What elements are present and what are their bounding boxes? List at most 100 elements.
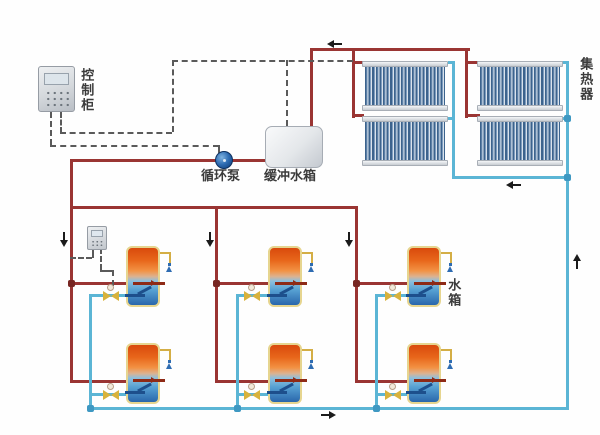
hot-feed-tank3	[355, 282, 410, 285]
control-wire	[50, 145, 219, 147]
cold-pipe-collector-return	[452, 176, 569, 179]
tank-hot-inlet	[414, 280, 446, 286]
tank-valve	[385, 383, 401, 400]
collector-tubes	[480, 66, 560, 106]
control-wire	[112, 270, 114, 286]
hot-pipe-stub-panel4	[465, 114, 480, 117]
cabinet-display	[44, 73, 69, 85]
collector-tubes	[365, 66, 445, 106]
solar-collector-panel	[362, 61, 448, 111]
tank-hot-inlet	[133, 280, 165, 286]
tank-cold-outlet	[267, 391, 287, 394]
relief-pipe	[450, 252, 452, 265]
tank-hot-inlet	[275, 280, 307, 286]
storage-tank	[125, 246, 165, 307]
pipe-junction	[564, 174, 571, 181]
label-buffer-tank: 缓冲水箱	[264, 169, 317, 184]
control-wire	[60, 112, 62, 133]
tank-cold-outlet	[125, 294, 145, 297]
relief-pipe	[450, 349, 452, 362]
cabinet-keypad	[44, 89, 70, 107]
collector-tubes	[365, 121, 445, 161]
control-wire	[50, 112, 52, 145]
hot-pipe-left-main	[70, 159, 73, 383]
hot-pipe-stub-panel1	[352, 61, 364, 64]
hot-pipe-stub-panel2	[465, 61, 480, 64]
hot-pipe-collector-left-riser-1	[352, 48, 355, 118]
control-wire	[286, 60, 288, 126]
valve-actuator	[248, 383, 255, 390]
valve-actuator	[248, 284, 255, 291]
hot-feed-tank1	[70, 282, 128, 285]
relief-pipe	[169, 252, 171, 265]
cold-pipe-right-main	[566, 61, 569, 410]
collector-header	[477, 160, 563, 166]
tank-cold-outlet	[406, 391, 426, 394]
control-wire	[70, 257, 92, 259]
relief-valve-icon	[308, 263, 316, 272]
hot-pipe-distribution-header	[70, 206, 358, 209]
cold-pipe-collector-right-riser-1	[452, 61, 455, 179]
relief-pipe	[311, 252, 313, 265]
tank-valve	[103, 284, 119, 301]
label-water-tank: 水箱	[445, 278, 461, 308]
tank-cold-outlet	[267, 294, 287, 297]
relief-pipe	[302, 349, 313, 351]
tank-valve	[385, 284, 401, 301]
relief-valve-icon	[166, 360, 174, 369]
relief-valve-icon	[447, 360, 455, 369]
control-wire	[100, 248, 102, 270]
control-wire	[218, 145, 220, 153]
relief-valve-icon	[447, 263, 455, 272]
tank-valve	[244, 284, 260, 301]
collector-header	[362, 105, 448, 111]
flow-arrow-right	[321, 411, 336, 419]
label-collector: 集热器	[577, 57, 593, 102]
control-wire	[172, 60, 174, 132]
collector-header	[362, 61, 448, 67]
hot-pipe-pump-line	[70, 159, 267, 162]
pipe-junction	[68, 280, 75, 287]
storage-tank	[267, 246, 307, 307]
hot-feed-tank6	[355, 380, 410, 383]
relief-pipe	[302, 252, 313, 254]
relief-valve-icon	[308, 360, 316, 369]
hot-pipe-top-header	[310, 48, 470, 51]
tank-valve	[103, 383, 119, 400]
control-wire	[172, 60, 353, 62]
control-cabinet	[38, 66, 75, 112]
relief-pipe	[441, 252, 452, 254]
pipe-junction	[234, 405, 241, 412]
hot-feed-tank2	[215, 282, 270, 285]
flow-arrow-down	[206, 232, 214, 247]
collector-header	[362, 160, 448, 166]
tank-controller	[87, 226, 107, 250]
cold-pipe-bottom-main	[89, 407, 569, 410]
hot-pipe-col3-drop	[355, 206, 358, 383]
flow-arrow-left	[327, 40, 342, 48]
storage-tank	[125, 343, 165, 404]
controller-display	[91, 230, 103, 237]
relief-pipe	[160, 252, 171, 254]
pipe-junction	[87, 405, 94, 412]
tank-cold-outlet	[406, 294, 426, 297]
hot-pipe-buffer-drop	[310, 48, 313, 128]
cold-stub-panel2	[561, 61, 569, 64]
solar-collector-panel	[477, 61, 563, 111]
pipe-junction	[564, 115, 571, 122]
flow-arrow-down	[60, 232, 68, 247]
relief-pipe	[169, 349, 171, 362]
cold-stub-panel3	[448, 117, 455, 120]
tank-cold-outlet	[125, 391, 145, 394]
tank-valve	[244, 383, 260, 400]
collector-header	[362, 116, 448, 122]
collector-header	[477, 61, 563, 67]
control-wire	[100, 270, 112, 272]
flow-arrow-down	[345, 232, 353, 247]
label-control-cabinet: 控制柜	[78, 68, 94, 113]
relief-pipe	[441, 349, 452, 351]
flow-arrow-up	[573, 254, 581, 269]
valve-actuator	[107, 284, 114, 291]
hot-feed-tank5	[215, 380, 270, 383]
